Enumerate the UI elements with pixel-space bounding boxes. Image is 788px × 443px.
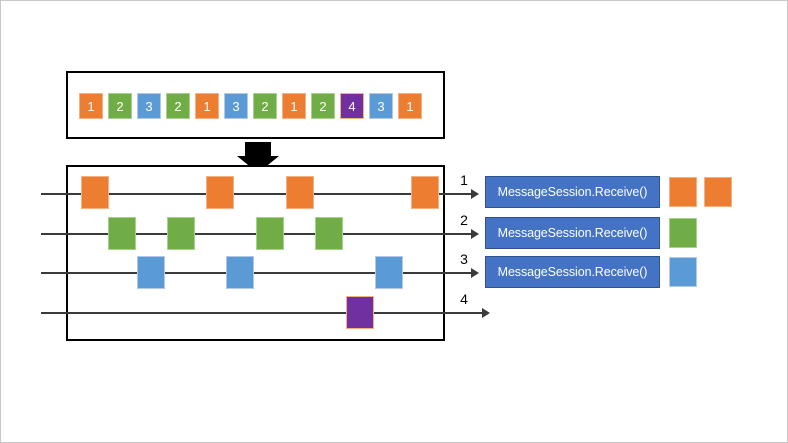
- lane-line-1: [41, 193, 471, 195]
- lane-block-orange: [206, 176, 234, 209]
- sessions-frame: [66, 165, 445, 341]
- lane-block-blue: [226, 256, 254, 289]
- queue-token: 2: [108, 93, 132, 119]
- lane-block-green: [256, 217, 284, 250]
- lane-block-blue: [137, 256, 165, 289]
- lane-arrowhead-1: [471, 189, 479, 199]
- lane-block-purple: [346, 296, 374, 329]
- receive-button-2[interactable]: MessageSession.Receive(): [485, 217, 660, 249]
- down-arrow-stem: [245, 142, 271, 156]
- lane-block-green: [108, 217, 136, 250]
- lane-number-3: 3: [460, 251, 468, 267]
- queue-token: 3: [224, 93, 248, 119]
- queue-token: 3: [137, 93, 161, 119]
- queue-token: 1: [195, 93, 219, 119]
- queue-token: 2: [253, 93, 277, 119]
- output-block-orange: [669, 177, 697, 207]
- lane-block-orange: [81, 176, 109, 209]
- lane-arrowhead-4: [482, 308, 490, 318]
- receive-button-1[interactable]: MessageSession.Receive(): [485, 176, 660, 208]
- lane-line-3: [41, 272, 471, 274]
- lane-line-4: [41, 312, 482, 314]
- lane-block-orange: [411, 176, 439, 209]
- queue-token: 1: [79, 93, 103, 119]
- output-block-orange: [704, 177, 732, 207]
- lane-block-orange: [286, 176, 314, 209]
- lane-block-green: [167, 217, 195, 250]
- queue-token: 4: [340, 93, 364, 119]
- output-block-blue: [669, 257, 697, 287]
- queue-token: 1: [398, 93, 422, 119]
- lane-number-4: 4: [460, 291, 468, 307]
- queue-token: 3: [369, 93, 393, 119]
- lane-block-green: [315, 217, 343, 250]
- receive-button-3[interactable]: MessageSession.Receive(): [485, 256, 660, 288]
- output-block-green: [669, 218, 697, 248]
- lane-number-2: 2: [460, 212, 468, 228]
- queue-token: 2: [166, 93, 190, 119]
- queue-token: 2: [311, 93, 335, 119]
- lane-arrowhead-3: [471, 268, 479, 278]
- lane-number-1: 1: [460, 172, 468, 188]
- queue-token: 1: [282, 93, 306, 119]
- lane-block-blue: [375, 256, 403, 289]
- lane-arrowhead-2: [471, 229, 479, 239]
